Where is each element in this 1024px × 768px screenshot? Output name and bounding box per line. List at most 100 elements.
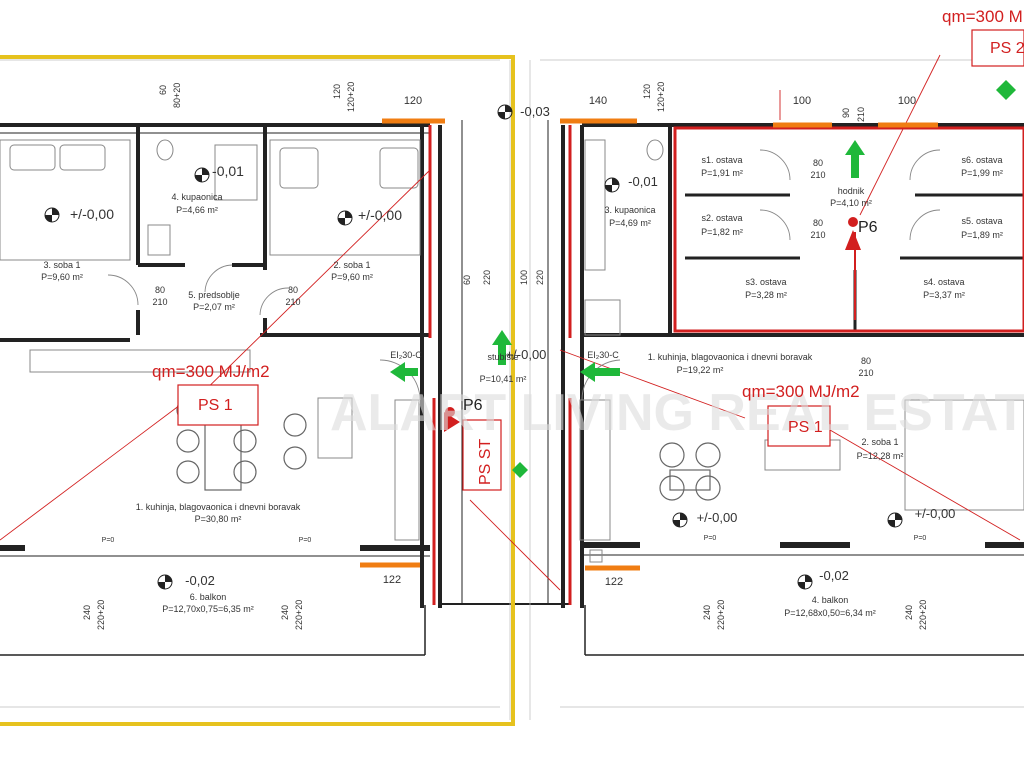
room-area: P=19,22 m²	[677, 365, 724, 375]
room-area: P=3,37 m²	[923, 290, 965, 300]
toilet-icon	[646, 139, 664, 161]
level-marker-icon	[497, 104, 513, 120]
kitchen-unit-icon	[579, 399, 611, 541]
room-name: 2. soba 1	[861, 437, 898, 447]
dim-text: 80	[813, 218, 823, 228]
fire-door-label: EI₂30-C	[390, 350, 422, 360]
room-name: 6. balkon	[190, 592, 227, 602]
level-marker-icon	[194, 167, 210, 183]
room-name: 4. balkon	[812, 595, 849, 605]
fire-sector-label: PS 1	[198, 397, 233, 414]
room-area: P=4,10 m²	[830, 198, 872, 208]
window-dim: P=0	[102, 537, 115, 544]
dim-text: 210	[810, 230, 825, 240]
bed-icon	[0, 139, 131, 261]
watermark: ALART LIVING REAL ESTATE	[330, 384, 1024, 442]
fire-load-label: qm=300 MJ/m2	[152, 362, 270, 381]
room-name: 4. kupaonica	[171, 192, 222, 202]
room-area: P=4,66 m²	[176, 205, 218, 215]
dim-text: 120	[642, 84, 652, 99]
walls	[0, 120, 1024, 656]
kitchen-island-icon	[317, 397, 353, 459]
dim-text: 240	[904, 605, 914, 620]
dim-text: 220	[535, 270, 545, 285]
exit-arrows	[390, 80, 1016, 478]
room-level: -0,01	[628, 174, 658, 189]
door-dim: 120	[404, 95, 422, 107]
kitchen-counter-icon	[29, 349, 251, 373]
leader-lines	[0, 54, 1021, 591]
left-fire-labels: qm=300 MJ/m2 PS 1	[152, 362, 270, 414]
dim-text: 100	[519, 270, 529, 285]
dim-text: 220	[482, 270, 492, 285]
room-area: P=4,69 m²	[609, 218, 651, 228]
room-area: P=3,28 m²	[745, 290, 787, 300]
dining-table-right	[659, 442, 721, 501]
room-area: P=9,60 m²	[331, 272, 373, 282]
level-marker-icon	[887, 512, 903, 528]
shower-icon	[584, 299, 621, 336]
room-name: s4. ostava	[923, 277, 964, 287]
door-dim: 122	[605, 576, 623, 588]
dim-text: 210	[856, 107, 866, 122]
dim-text: 210	[152, 297, 167, 307]
fire-load-label: qm=300 M	[942, 7, 1023, 26]
room-area: P=1,89 m²	[961, 230, 1003, 240]
stair-name: stubište	[487, 352, 518, 362]
exit-arrow-left-icon	[390, 362, 418, 382]
room-area: P=1,99 m²	[961, 168, 1003, 178]
room-name: 2. soba 1	[333, 260, 370, 270]
room-name: 1. kuhinja, blagovaonica i dnevni borava…	[136, 502, 301, 512]
room-area: P=2,07 m²	[193, 302, 235, 312]
door-dim: 100	[793, 95, 811, 107]
room-level: +/-0,00	[70, 206, 114, 222]
dim-text: 90	[841, 108, 851, 118]
room-area: P=30,80 m²	[195, 514, 242, 524]
window-dim: P=0	[914, 535, 927, 542]
room-name: 3. soba 1	[43, 260, 80, 270]
shower-icon	[214, 144, 258, 201]
level-marker-icon	[604, 177, 620, 193]
dim-text: 80	[813, 158, 823, 168]
level-markers	[44, 104, 903, 590]
room-name: 5. predsoblje	[188, 290, 240, 300]
level-marker-icon	[44, 207, 60, 223]
dim-text: 220+20	[96, 600, 106, 630]
drain-icon	[589, 549, 603, 563]
fire-sector-label: PS 2	[990, 40, 1024, 57]
dim-text: 120+20	[346, 82, 356, 112]
right-unit-labels: 3. kupaonica P=4,69 m² -0,01 s1. ostava …	[604, 155, 1002, 618]
sector-boxes	[177, 29, 1024, 491]
dim-text: 60	[158, 85, 168, 95]
room-name: s5. ostava	[961, 216, 1002, 226]
level-marker-icon	[797, 574, 813, 590]
fire-sector-label: PS 1	[788, 419, 823, 436]
washing-machine-icon	[147, 224, 171, 256]
room-level: -0,02	[819, 568, 849, 583]
dim-text: 210	[285, 297, 300, 307]
room-name: 3. kupaonica	[604, 205, 655, 215]
extinguisher-marker-icon	[845, 230, 861, 250]
stair-level: +/-0,00	[506, 347, 547, 362]
window-dim: P=0	[704, 535, 717, 542]
exit-sign-icon	[996, 80, 1016, 100]
fire-markers	[444, 217, 861, 432]
room-name: s2. ostava	[701, 213, 742, 223]
dim-text: 80	[288, 285, 298, 295]
right-fire-labels: qm=300 M PS 2 qm=300 MJ/m2 PS 1	[742, 7, 1024, 436]
room-name: 1. kuhinja, blagovaonica i dnevni borava…	[648, 352, 813, 362]
fire-load-label: qm=300 MJ/m2	[742, 382, 860, 401]
dim-text: 120+20	[656, 82, 666, 112]
left-unit-labels: 3. soba 1 P=9,60 m² +/-0,00 4. kupaonica…	[41, 163, 402, 614]
dim-text: 220+20	[294, 600, 304, 630]
room-level: -0,02	[185, 573, 215, 588]
room-level: +/-0,00	[697, 510, 738, 525]
exit-arrow-up-icon	[492, 330, 512, 365]
dim-text: 240	[82, 605, 92, 620]
toilet-icon	[156, 139, 174, 161]
dim-text: 210	[810, 170, 825, 180]
unit-frame	[0, 55, 515, 726]
dim-text: 220+20	[918, 600, 928, 630]
room-name: hodnik	[838, 186, 865, 196]
